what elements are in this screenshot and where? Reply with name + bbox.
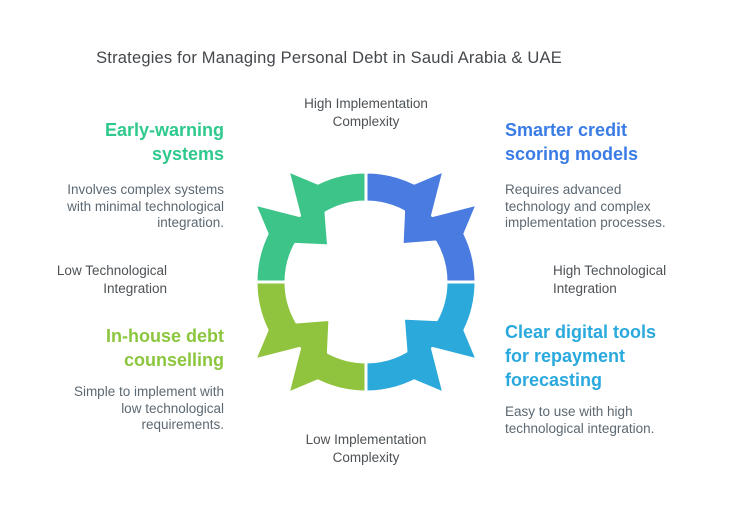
cycle-diagram — [253, 169, 479, 395]
arrow-segment-top-left — [253, 169, 368, 284]
arrow-segment-bottom-left — [253, 280, 368, 395]
quadrant-heading-bottom-right: Clear digital tools for repayment foreca… — [505, 322, 657, 390]
quadrant-description-bottom-right: Easy to use with high technological inte… — [505, 404, 655, 436]
axis-label-left: Low Technological Integration — [56, 263, 167, 296]
quadrant-heading-top-right: Smarter credit scoring models — [505, 120, 639, 164]
quadrant-description-bottom-left: Simple to implement with low technologic… — [73, 384, 224, 432]
quadrant-heading-top-left: Early-warning systems — [104, 120, 224, 164]
axis-label-bottom: Low Implementation Complexity — [305, 432, 427, 465]
quadrant-description-top-right: Requires advanced technology and complex… — [505, 182, 666, 230]
page-title: Strategies for Managing Personal Debt in… — [96, 49, 562, 67]
quadrant-description-top-left: Involves complex systems with minimal te… — [67, 182, 224, 230]
axis-label-top: High Implementation Complexity — [304, 96, 428, 129]
axis-label-right: High Technological Integration — [553, 263, 667, 296]
arrow-segment-bottom-right — [364, 280, 479, 395]
quadrant-heading-bottom-left: In-house debt counselling — [106, 326, 224, 370]
arrow-segment-top-right — [364, 169, 479, 284]
